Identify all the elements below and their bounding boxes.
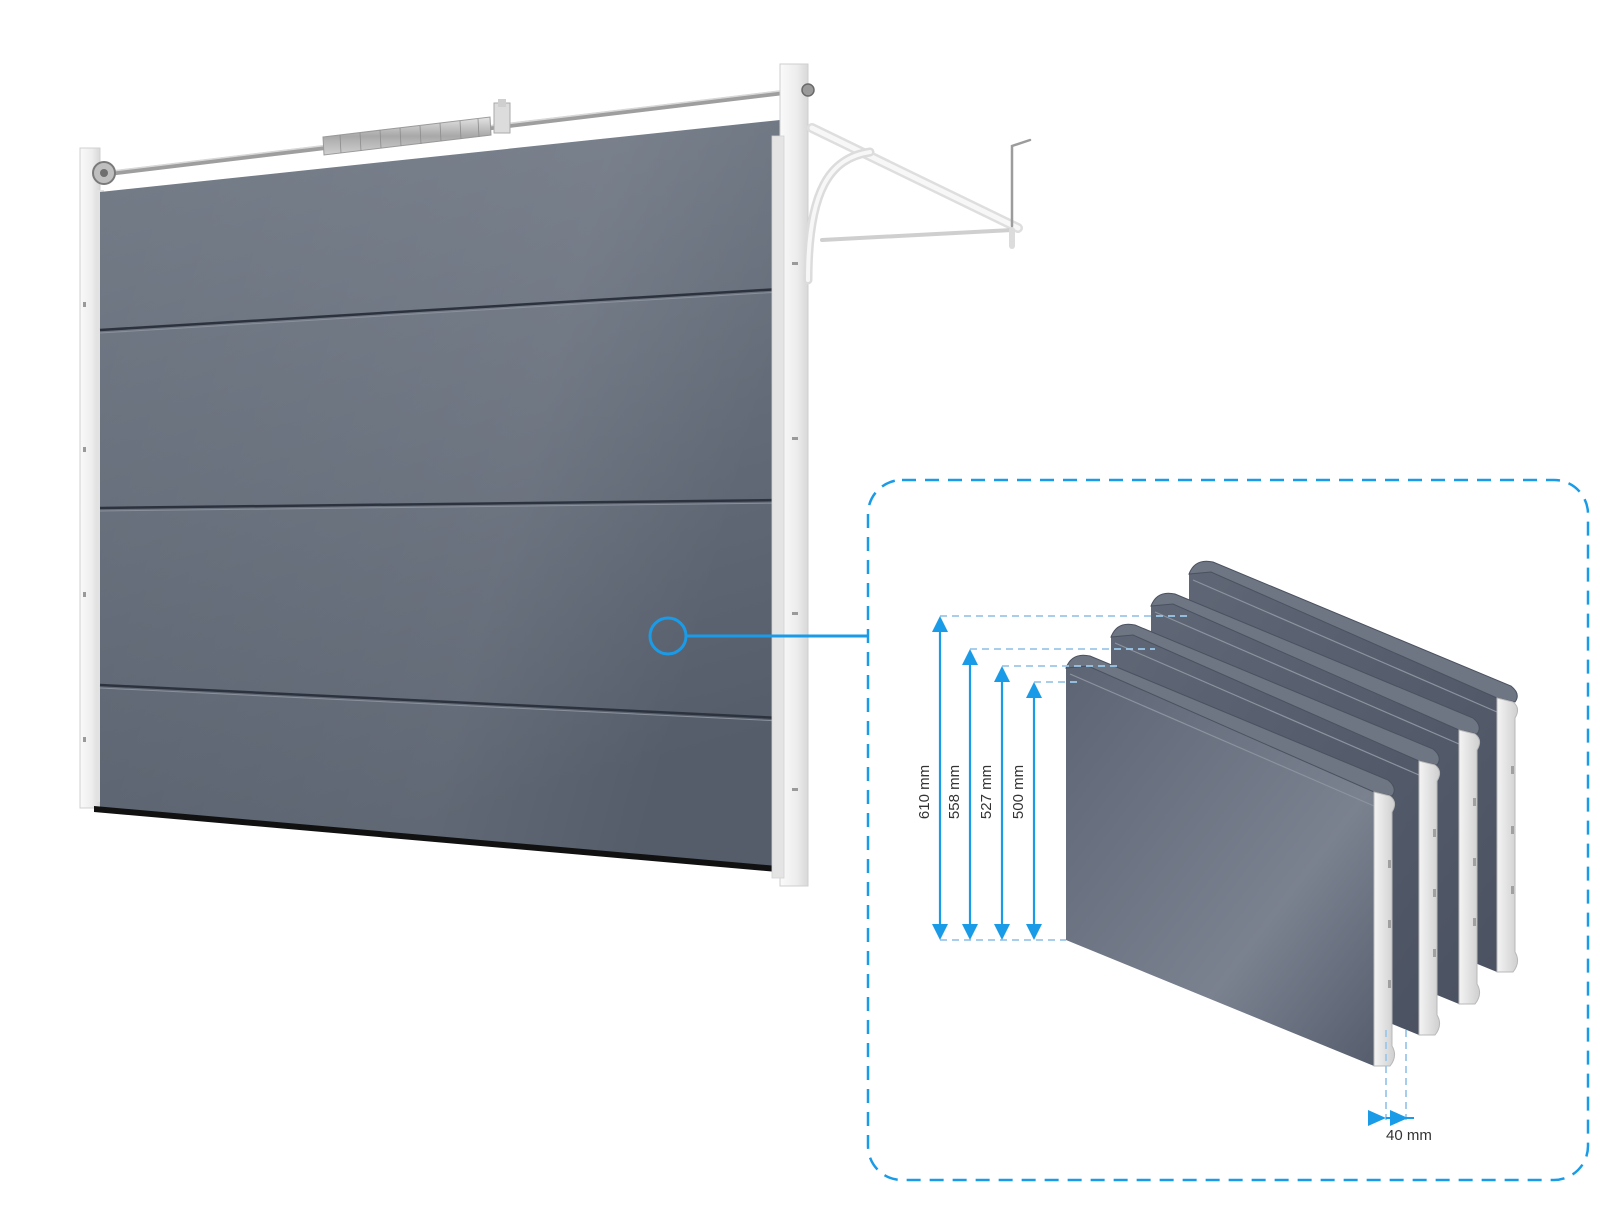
dimension-helpers: [940, 615, 1407, 1120]
panel-stack: [1065, 560, 1519, 1067]
door-bottom-seal: [94, 806, 800, 874]
panel-top-tongue: [1188, 560, 1518, 703]
thickness-dimension: 40 mm: [1368, 1110, 1432, 1144]
thickness-arrow-left: [1368, 1110, 1386, 1126]
torsion-spring: [322, 116, 492, 156]
door-sheen: [100, 120, 781, 870]
panel-edge-profile: [1373, 791, 1396, 1067]
panel-top-tongue: [1065, 654, 1395, 797]
panel-top-tongue: [1150, 592, 1480, 735]
height-dimension-558: 558 mm: [946, 649, 978, 940]
dimension-arrow-bottom: [994, 924, 1010, 940]
garage-door: [79, 63, 1032, 887]
panel-face: [1066, 666, 1374, 1066]
dimension-label: 558 mm: [946, 765, 963, 819]
callout-detail-box: [866, 478, 1590, 1182]
callout-marker: [648, 616, 688, 656]
thickness-label: 40 mm: [1386, 1127, 1432, 1144]
height-dimension-500: 500 mm: [1010, 682, 1042, 940]
height-dimension-610: 610 mm: [916, 616, 948, 940]
dimension-arrow-top: [962, 649, 978, 665]
left-post-holes: [83, 302, 86, 742]
dimension-label: 500 mm: [1010, 765, 1027, 819]
height-dimensions: 610 mm 558 mm 527 mm 500 mm: [916, 616, 1042, 940]
dimension-arrow-top: [994, 666, 1010, 682]
height-dimension-527: 527 mm: [978, 666, 1010, 940]
spring-bracket: [493, 102, 511, 134]
panel-edge-profile: [1496, 697, 1519, 973]
dimension-arrow-top: [1026, 682, 1042, 698]
dimension-arrow-bottom: [932, 924, 948, 940]
dimension-label: 610 mm: [916, 765, 933, 819]
panel-top-tongue: [1110, 623, 1440, 766]
panel-edge-profile: [1458, 729, 1481, 1005]
dimension-arrow-bottom: [962, 924, 978, 940]
dimension-label: 527 mm: [978, 765, 995, 819]
sandwich-panel-4: [1065, 654, 1396, 1067]
torsion-spring-assembly: [92, 89, 789, 185]
right-post-holes: [792, 262, 798, 791]
door-section-grooves: [99, 287, 781, 722]
door-track: [803, 123, 1032, 285]
dimension-arrow-top: [932, 616, 948, 632]
panel-edge-profile: [1418, 760, 1441, 1036]
detail-callout: [648, 478, 1590, 1182]
dimension-arrow-bottom: [1026, 924, 1042, 940]
cable-drum-right: [801, 83, 815, 97]
